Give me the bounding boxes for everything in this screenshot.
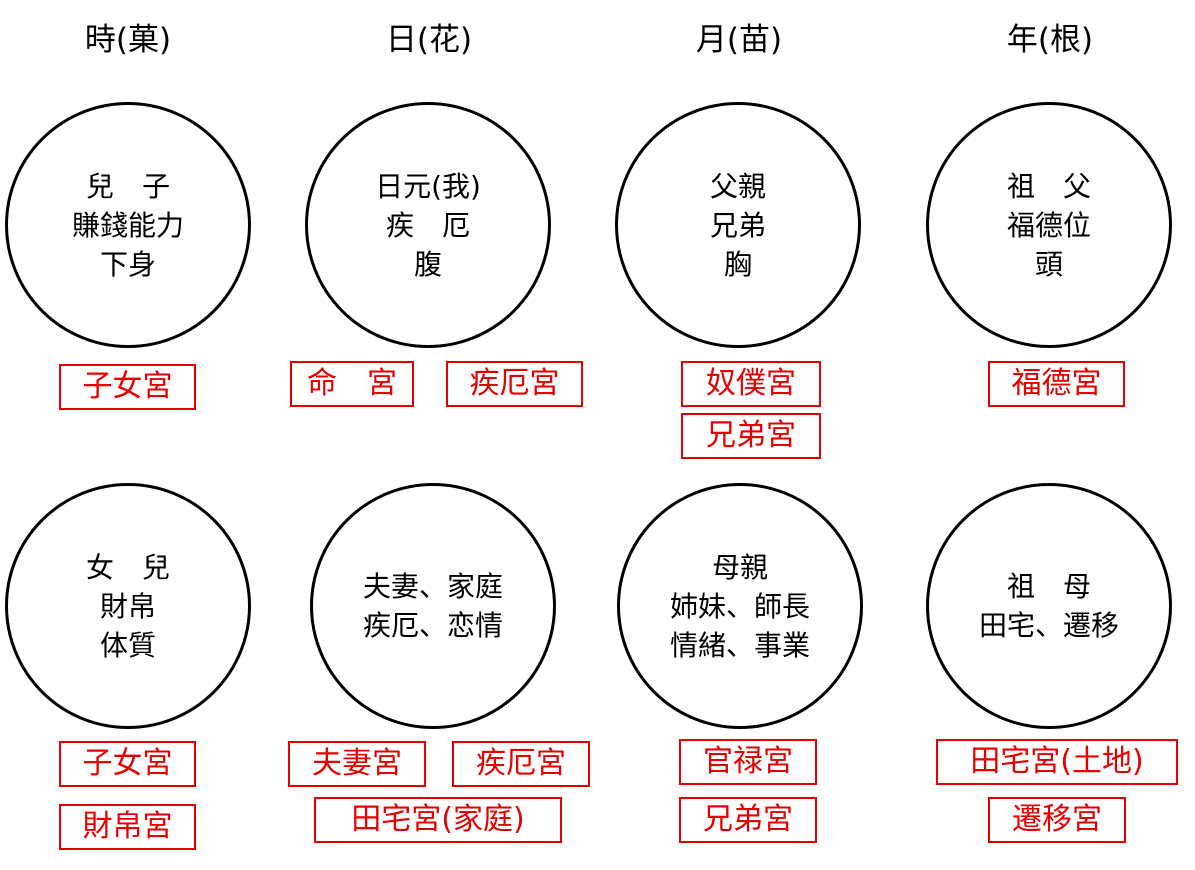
header-year: 年(根) (1006, 22, 1094, 58)
palace-label: 田宅宮(家庭) (314, 797, 562, 843)
palace-label: 遷移宮 (988, 797, 1126, 843)
palace-label: 財帛宮 (59, 804, 196, 850)
circle-line: 体質 (99, 628, 156, 662)
palace-label: 兄弟宮 (681, 413, 821, 459)
circle-month-bottom: 母親 姉妹、師長 情緒、事業 (617, 483, 863, 729)
palace-label: 福德宮 (988, 361, 1125, 407)
circle-line: 胸 (723, 247, 752, 281)
header-hour: 時(菓) (84, 22, 172, 58)
circle-line: 兄弟 (709, 208, 766, 242)
circle-line: 祖 母 (1006, 570, 1091, 603)
circle-hour-top: 兒 子 賺錢能力 下身 (5, 102, 251, 348)
circle-day-bottom: 夫妻、家庭 疾厄、恋情 (310, 483, 556, 729)
circle-line: 女 兒 (85, 550, 170, 584)
palace-label: 奴僕宮 (681, 361, 821, 407)
palace-label: 命 宮 (290, 361, 414, 407)
circle-line: 父親 (709, 169, 766, 203)
circle-line: 下身 (99, 247, 156, 281)
circle-line: 母親 (711, 550, 768, 584)
palace-label: 疾厄宮 (446, 361, 583, 407)
circle-line: 腹 (413, 247, 442, 281)
palace-label: 田宅宮(土地) (936, 739, 1178, 785)
palace-label: 疾厄宮 (452, 741, 590, 787)
circle-line: 祖 父 (1006, 169, 1091, 203)
circle-month-top: 父親 兄弟 胸 (615, 102, 861, 348)
circle-line: 疾厄、恋情 (362, 609, 503, 642)
circle-line: 福德位 (1006, 208, 1091, 242)
circle-line: 田宅、遷移 (978, 609, 1119, 642)
circle-line: 疾 厄 (385, 208, 470, 242)
circle-hour-bottom: 女 兒 財帛 体質 (5, 483, 251, 729)
circle-line: 賺錢能力 (71, 208, 184, 242)
circle-line: 日元(我) (375, 169, 481, 203)
circle-line: 頭 (1034, 247, 1063, 281)
circle-line: 兒 子 (85, 169, 170, 203)
header-month: 月(苗) (695, 22, 783, 58)
circle-day-top: 日元(我) 疾 厄 腹 (305, 102, 551, 348)
palace-label: 子女宮 (59, 364, 196, 410)
circle-line: 姉妹、師長 (669, 589, 810, 623)
palace-label: 夫妻宮 (288, 741, 426, 787)
palace-label: 官禄宮 (679, 739, 817, 785)
palace-label: 子女宮 (59, 741, 196, 787)
palace-label: 兄弟宮 (679, 797, 817, 843)
circle-year-bottom: 祖 母 田宅、遷移 (926, 483, 1172, 729)
circle-year-top: 祖 父 福德位 頭 (926, 102, 1172, 348)
circle-line: 情緒、事業 (669, 628, 810, 662)
circle-line: 夫妻、家庭 (362, 570, 503, 603)
circle-line: 財帛 (99, 589, 156, 623)
header-day: 日(花) (385, 22, 473, 58)
